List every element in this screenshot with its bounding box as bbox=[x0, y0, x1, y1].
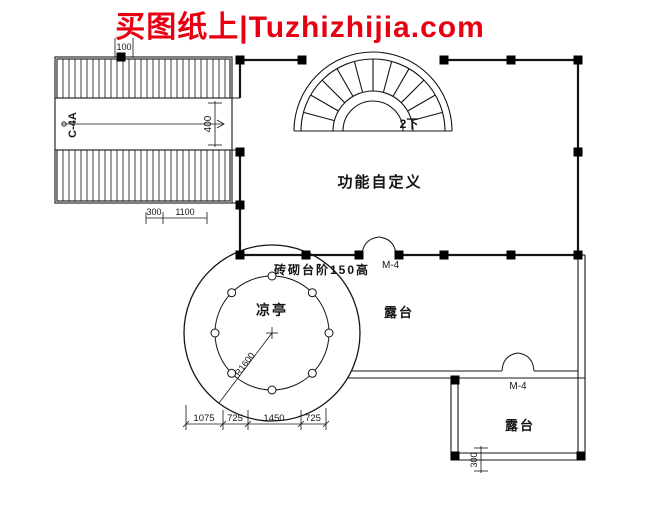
site-watermark-title: 买图纸上|Tuzhizhijia.com bbox=[115, 11, 485, 44]
dim-bottom-2: 725 bbox=[227, 413, 243, 424]
spiral-inner-arch bbox=[342, 100, 404, 132]
radius-label: R1600 bbox=[233, 351, 257, 378]
pavilion bbox=[183, 244, 361, 422]
door-small-label: M-4 bbox=[509, 381, 527, 392]
stair-treads-bottom bbox=[56, 149, 231, 202]
dim-terrace-right: 300 bbox=[469, 452, 479, 467]
spiral-stair bbox=[293, 51, 453, 132]
door-main-label: M-4 bbox=[382, 260, 400, 271]
stair-down-label: 2下 bbox=[400, 117, 419, 131]
door-arch-small bbox=[501, 352, 535, 372]
terrace-parapet bbox=[348, 254, 586, 379]
main-walls bbox=[236, 58, 580, 257]
dim-top-left: 100 bbox=[116, 42, 131, 52]
terrace-small-label: 露台 bbox=[505, 418, 535, 433]
stair-block bbox=[54, 56, 233, 204]
columns bbox=[116, 52, 586, 461]
pavilion-outer-circle bbox=[183, 244, 361, 422]
door-arch-main bbox=[361, 236, 397, 256]
small-terrace-walls bbox=[450, 378, 586, 461]
dim-bottom-3: 1450 bbox=[263, 413, 284, 424]
stair-treads-top bbox=[56, 58, 231, 99]
main-room-label: 功能自定义 bbox=[337, 173, 422, 191]
dimension-lines bbox=[114, 38, 488, 473]
pavilion-radius-line bbox=[218, 332, 273, 404]
stair-direction-arrow bbox=[216, 119, 225, 129]
dim-left-a: 300 bbox=[146, 207, 161, 217]
dim-bottom-4: 725 bbox=[305, 413, 321, 424]
terrace-main-label: 露台 bbox=[384, 305, 414, 320]
dim-stair-opening: 400 bbox=[203, 115, 214, 132]
pavilion-label: 凉亭 bbox=[256, 302, 288, 318]
spiral-outer-wall-arc bbox=[293, 51, 453, 132]
steps-note-label: 砖砌台阶150高 bbox=[274, 262, 370, 277]
stair-code-label: C-4A bbox=[67, 112, 79, 138]
dim-bottom-1: 1075 bbox=[193, 413, 214, 424]
dim-left-b: 1100 bbox=[175, 207, 194, 217]
dimension-texts: 100 400 300 1100 1075 725 1450 725 300 bbox=[116, 42, 479, 468]
